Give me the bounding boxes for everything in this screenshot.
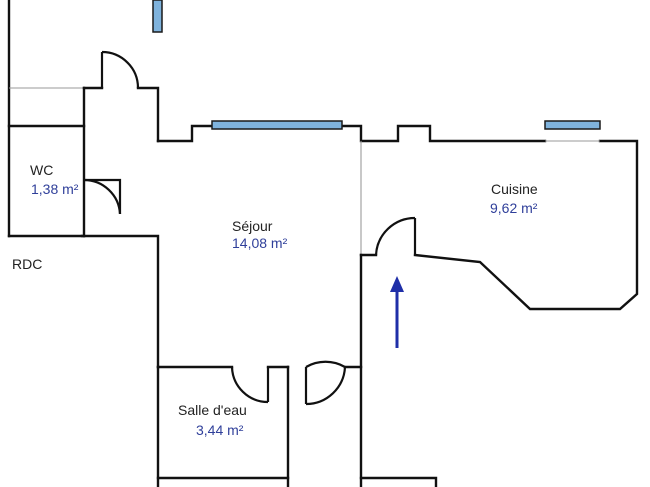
level-label: RDC	[12, 256, 43, 272]
room-area-salle-deau: 3,44 m²	[196, 422, 244, 438]
upper-left-block	[7, 0, 104, 238]
entrance-arrow-icon	[390, 276, 404, 348]
salle-deau-door	[230, 366, 270, 404]
upper-door	[100, 50, 140, 89]
room-name-sejour: Séjour	[232, 218, 273, 234]
room-name-salle-deau: Salle d'eau	[178, 402, 247, 418]
room-name-cuisine: Cuisine	[491, 181, 538, 197]
room-area-wc: 1,38 m²	[31, 181, 79, 197]
sejour-window	[211, 120, 343, 130]
room-area-sejour: 14,08 m²	[232, 235, 288, 251]
sejour-walls	[80, 124, 547, 487]
corridor-door	[304, 360, 347, 406]
wc-door	[83, 178, 122, 215]
room-area-cuisine: 9,62 m²	[490, 200, 538, 216]
kitchen-door	[374, 216, 417, 256]
top-window	[152, 0, 163, 33]
kitchen-window	[544, 120, 601, 130]
kitchen-walls	[359, 139, 639, 311]
room-name-wc: WC	[30, 162, 54, 178]
